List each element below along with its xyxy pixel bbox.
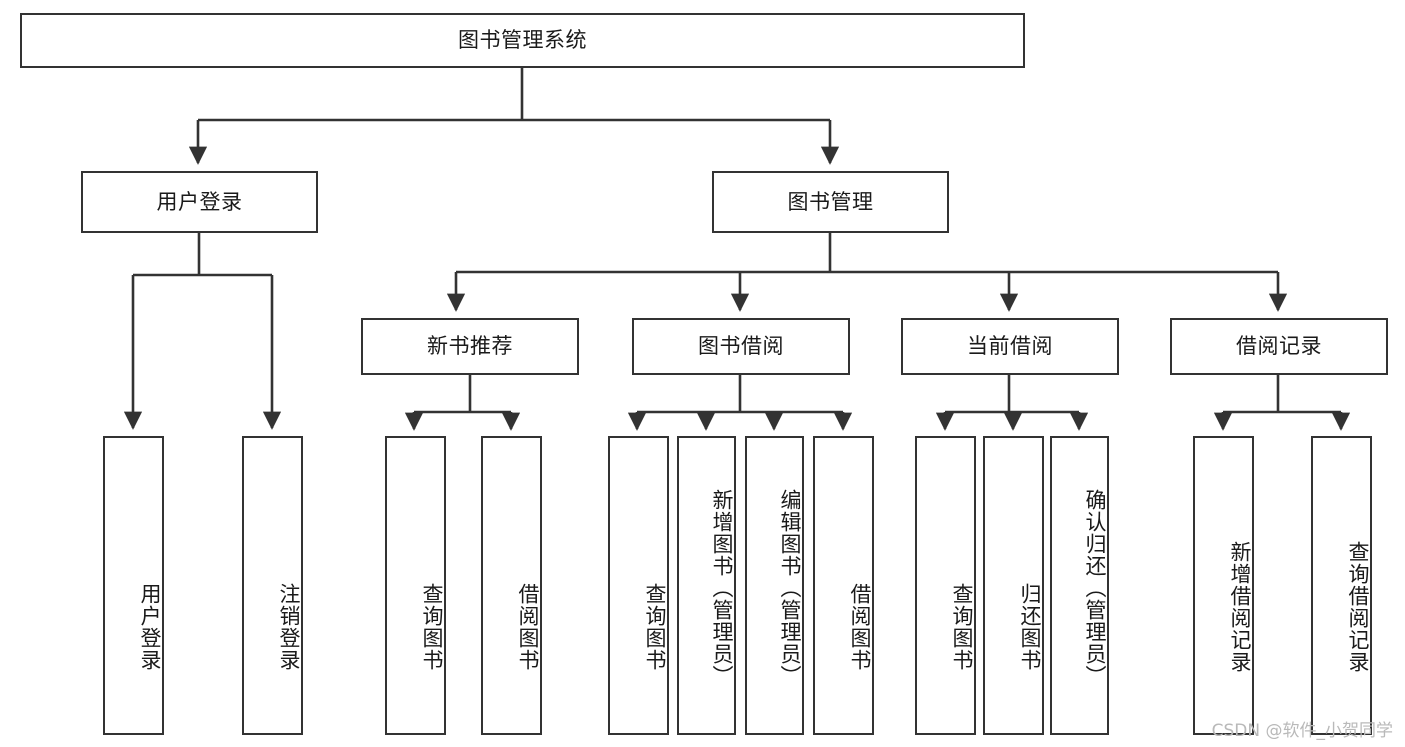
node-root-label: 图书管理系统	[458, 28, 587, 53]
node-leaf-user-login[interactable]: 用户登录	[103, 436, 164, 735]
node-leaf-query-borrow-record-label: 查询借阅记录	[1346, 540, 1370, 673]
node-leaf-query-books-current[interactable]: 查询图书	[915, 436, 976, 735]
node-leaf-user-login-label: 用户登录	[138, 582, 162, 671]
node-book-management[interactable]: 图书管理	[712, 171, 949, 233]
node-borrow-record-label: 借阅记录	[1236, 334, 1322, 359]
node-leaf-logout-label: 注销登录	[277, 582, 301, 671]
node-root[interactable]: 图书管理系统	[20, 13, 1025, 68]
node-user-login[interactable]: 用户登录	[81, 171, 318, 233]
node-leaf-query-books-borrow[interactable]: 查询图书	[608, 436, 669, 735]
node-leaf-logout[interactable]: 注销登录	[242, 436, 303, 735]
csdn-watermark: CSDN @软件_小贺同学	[1211, 721, 1393, 741]
node-leaf-query-books-recommend[interactable]: 查询图书	[385, 436, 446, 735]
node-leaf-borrow-book-label: 借阅图书	[848, 582, 872, 671]
node-leaf-add-book[interactable]: 新增图书（管理员）	[677, 436, 736, 735]
node-leaf-borrow-books-recommend-label: 借阅图书	[516, 582, 540, 671]
node-leaf-borrow-books-recommend[interactable]: 借阅图书	[481, 436, 542, 735]
node-leaf-return-book[interactable]: 归还图书	[983, 436, 1044, 735]
node-leaf-query-books-borrow-label: 查询图书	[643, 582, 667, 671]
node-leaf-confirm-return-label: 确认归还（管理员）	[1083, 488, 1107, 687]
node-leaf-confirm-return[interactable]: 确认归还（管理员）	[1050, 436, 1109, 735]
node-new-book-recommend-label: 新书推荐	[427, 334, 513, 359]
node-leaf-edit-book[interactable]: 编辑图书（管理员）	[745, 436, 804, 735]
node-book-borrow[interactable]: 图书借阅	[632, 318, 850, 375]
node-new-book-recommend[interactable]: 新书推荐	[361, 318, 579, 375]
node-book-management-label: 图书管理	[787, 189, 874, 214]
node-leaf-query-borrow-record[interactable]: 查询借阅记录	[1311, 436, 1372, 735]
node-leaf-query-books-current-label: 查询图书	[950, 582, 974, 671]
node-leaf-query-books-recommend-label: 查询图书	[420, 582, 444, 671]
node-borrow-record[interactable]: 借阅记录	[1170, 318, 1388, 375]
node-leaf-add-book-label: 新增图书（管理员）	[710, 488, 734, 687]
node-current-borrow[interactable]: 当前借阅	[901, 318, 1119, 375]
node-leaf-edit-book-label: 编辑图书（管理员）	[778, 488, 802, 687]
node-leaf-borrow-book[interactable]: 借阅图书	[813, 436, 874, 735]
node-user-login-label: 用户登录	[156, 189, 243, 214]
node-leaf-add-borrow-record[interactable]: 新增借阅记录	[1193, 436, 1254, 735]
node-current-borrow-label: 当前借阅	[967, 334, 1053, 359]
node-book-borrow-label: 图书借阅	[698, 334, 784, 359]
node-leaf-return-book-label: 归还图书	[1018, 582, 1042, 671]
node-leaf-add-borrow-record-label: 新增借阅记录	[1228, 540, 1252, 673]
